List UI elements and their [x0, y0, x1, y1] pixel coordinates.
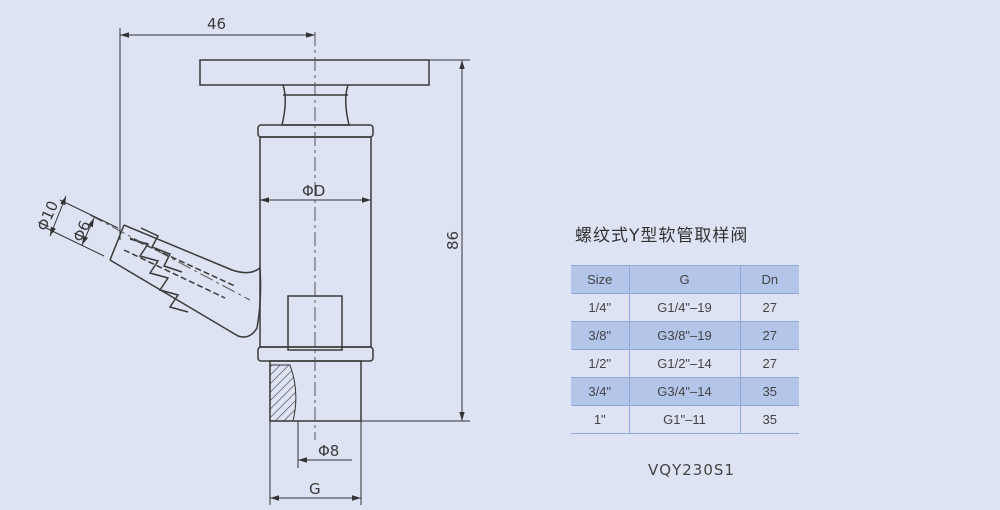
cell-size: 3/4"	[571, 377, 629, 406]
cell-dn: 27	[739, 293, 799, 322]
table-row: 1/2" G1/2"–14 27	[571, 349, 799, 378]
cell-g: G1/2"–14	[628, 349, 740, 378]
cell-size: 1"	[571, 405, 629, 434]
table-row: 1" G1"–11 35	[571, 405, 799, 434]
cell-g: G3/4"–14	[628, 377, 740, 406]
header-dn: Dn	[739, 265, 799, 294]
spec-table: Size G Dn 1/4" G1/4"–19 27 3/8" G3/8"–19…	[571, 265, 799, 434]
dim-body-diameter-label: ΦD	[302, 182, 325, 200]
table-row: 3/4" G3/4"–14 35	[571, 377, 799, 406]
section-hatch	[269, 364, 297, 422]
cell-dn: 35	[739, 405, 799, 434]
cell-g: G1"–11	[628, 405, 740, 434]
dim-width-label: 46	[207, 15, 226, 33]
cell-size: 3/8"	[571, 321, 629, 350]
cell-dn: 27	[739, 349, 799, 378]
cell-size: 1/2"	[571, 349, 629, 378]
dim-height-label: 86	[444, 231, 462, 250]
center-lines	[89, 32, 316, 440]
model-number: VQY230S1	[648, 461, 735, 479]
cell-dn: 27	[739, 321, 799, 350]
cell-g: G3/8"–19	[628, 321, 740, 350]
table-row: 3/8" G3/8"–19 27	[571, 321, 799, 350]
cell-dn: 35	[739, 377, 799, 406]
dim-thread-label: G	[309, 480, 321, 498]
header-size: Size	[571, 265, 629, 294]
dim-bore-label: Φ8	[318, 442, 339, 460]
header-g: G	[628, 265, 740, 294]
hose-branch	[109, 259, 262, 338]
product-title: 螺纹式Y型软管取样阀	[575, 226, 749, 246]
table-header-row: Size G Dn	[571, 265, 799, 294]
cell-g: G1/4"–19	[628, 293, 740, 322]
dimension-lines	[45, 28, 470, 505]
table-row: 1/4" G1/4"–19 27	[571, 293, 799, 322]
cell-size: 1/4"	[571, 293, 629, 322]
